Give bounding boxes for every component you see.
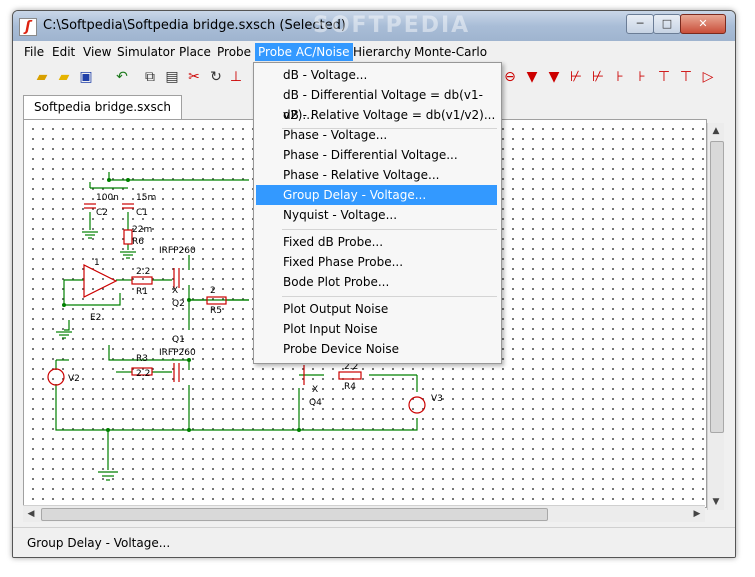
scroll-left-icon[interactable]: ◀ [27,509,35,519]
v2-label: V2 [68,374,80,384]
menu-item-plot-input-noise[interactable]: Plot Input Noise [283,322,378,336]
cut-icon[interactable]: ✂ [188,69,200,85]
menu-item-phase-relative-voltage[interactable]: Phase - Relative Voltage... [283,168,440,182]
r6-value-label: 22m [132,225,152,235]
close-button[interactable]: ✕ [680,14,726,34]
menu-separator [282,296,497,297]
menu-edit[interactable]: Edit [52,45,76,59]
save-icon[interactable]: ▣ [79,69,93,85]
ground-symbols [56,231,136,481]
q1-label: Q1 [172,335,185,345]
diode-icon[interactable]: ⊬ [569,69,583,85]
copy-icon[interactable]: ⧉ [145,69,155,85]
c2-value-label: 100n [96,193,119,203]
menu-place[interactable]: Place [179,45,211,59]
open-folder-icon[interactable]: ▰ [36,69,48,85]
menu-simulator[interactable]: Simulator [117,45,175,59]
schematic-drawing: 100n C2 15m C1 22m R6 IRFP260 1 2.2 R1 X… [47,172,443,481]
scroll-right-icon[interactable]: ▶ [693,509,701,519]
r3-value-label: 2.2 [136,369,150,379]
menu-item-bode-plot-probe[interactable]: Bode Plot Probe... [283,275,390,289]
c1-value-label: 15m [136,193,156,203]
q-low-model-label: IRFP260 [159,348,196,358]
diode-icon[interactable]: ⊦ [638,69,646,85]
status-text: Group Delay - Voltage... [27,536,171,550]
menu-item-nyquist-voltage[interactable]: Nyquist - Voltage... [283,208,398,222]
c1-label: C1 [136,208,148,218]
menu-item-phase-differential-voltage[interactable]: Phase - Differential Voltage... [283,148,458,162]
rotate-icon[interactable]: ↻ [210,69,222,85]
r5-label: R5 [210,306,222,316]
q-x-marker: X [172,286,178,296]
menu-file[interactable]: File [24,45,45,59]
maximize-button[interactable]: □ [653,14,681,34]
q1-model-label: IRFP260 [159,246,196,256]
r4-label: R4 [344,382,356,392]
horizontal-scrollbar[interactable]: ◀ ▶ [23,505,705,522]
r4-value-label: 2.2 [344,362,358,372]
watermark: SOFTPEDIA [313,13,471,38]
menu-separator [282,229,497,230]
menu-item-fixed-db-probe[interactable]: Fixed dB Probe... [283,235,384,249]
status-bar: Group Delay - Voltage... [13,527,735,557]
menu-item-plot-output-noise[interactable]: Plot Output Noise [283,302,389,316]
menu-probe-ac-noise[interactable]: Probe AC/Noise [255,43,353,61]
minimize-button[interactable]: ─ [626,14,654,34]
app-logo-icon: ʃ [19,18,37,36]
q4-x-marker: X [312,385,318,395]
menu-item-probe-device-noise[interactable]: Probe Device Noise [283,342,399,356]
r1-value-label: 2.2 [136,267,150,277]
diode-icon[interactable]: ⊬ [591,69,605,85]
menu-item-fixed-phase-probe[interactable]: Fixed Phase Probe... [283,255,404,269]
window-title: C:\Softpedia\Softpedia bridge.sxsch (Sel… [43,18,346,33]
menu-item-db-voltage[interactable]: dB - Voltage... [283,68,368,82]
paste-icon[interactable]: ▤ [165,69,179,85]
v3-label: V3 [431,394,443,404]
diode-icon[interactable]: ⊤ [679,69,693,85]
r1-label: R1 [136,287,148,297]
diode-icon[interactable]: ⊥ [229,69,243,85]
r6-label: R6 [132,237,144,247]
q2-label: Q2 [172,299,185,309]
undo-icon[interactable]: ↶ [116,69,128,85]
vertical-scroll-thumb[interactable] [710,141,724,433]
tab-softpedia-bridge[interactable]: Softpedia bridge.sxsch [23,95,182,120]
scroll-down-icon[interactable]: ▼ [712,497,720,507]
diode-icon[interactable]: ⊤ [657,69,671,85]
menu-item-group-delay-voltage[interactable]: Group Delay - Voltage... [256,185,497,205]
probe-ac-noise-menu: dB - Voltage... dB - Differential Voltag… [253,62,502,364]
e2-label: E2 [90,313,101,323]
folder-icon[interactable]: ▰ [58,69,70,85]
scroll-up-icon[interactable]: ▲ [712,126,720,136]
menu-separator [282,128,497,129]
junction-dots [62,178,301,432]
diode-icon[interactable]: ⊖ [504,69,516,85]
diode-icon[interactable]: ▼ [526,69,538,85]
r3-label: R3 [136,354,148,364]
menu-view[interactable]: View [83,45,112,59]
vertical-scrollbar[interactable]: ▲ ▼ [707,123,724,510]
r5-value-label: 2 [210,286,216,296]
menu-item-db-relative-voltage[interactable]: dB - Relative Voltage = db(v1/v2)... [283,108,496,122]
e2-pin-label: 1 [94,258,100,268]
components [47,203,426,414]
title-bar[interactable]: ʃ C:\Softpedia\Softpedia bridge.sxsch (S… [13,11,735,41]
menu-item-phase-voltage[interactable]: Phase - Voltage... [283,128,388,142]
menu-item-db-differential-voltage[interactable]: dB - Differential Voltage = db(v1-v2)... [283,88,483,122]
c2-label: C2 [96,208,108,218]
menu-probe[interactable]: Probe [217,45,252,59]
q4-label: Q4 [309,398,322,408]
diode-icon[interactable]: ▼ [548,69,560,85]
menu-hierarchy[interactable]: Hierarchy [353,45,412,59]
horizontal-scroll-thumb[interactable] [41,508,548,521]
buffer-icon[interactable]: ▷ [702,69,714,85]
menu-bar: File Edit View Simulator Place Probe Pro… [13,41,735,63]
diode-icon[interactable]: ⊦ [616,69,624,85]
menu-monte-carlo[interactable]: Monte-Carlo [414,45,488,59]
